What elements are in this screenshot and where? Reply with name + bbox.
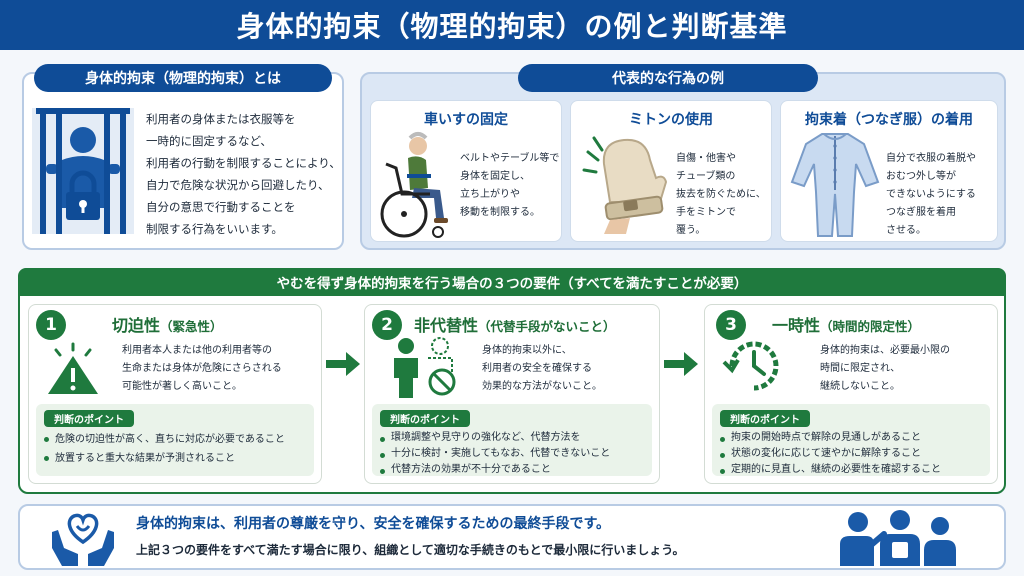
- requirement-subtitle: （時間的限定性）: [820, 319, 921, 334]
- point-label: 判断のポイント: [380, 410, 470, 427]
- example-line: おむつ外し等が: [886, 171, 956, 182]
- footer-line-1: 身体的拘束は、利用者の尊厳を守り、安全を確保するための最終手段です。: [136, 516, 611, 532]
- staff-team-icon: [834, 508, 964, 566]
- example-title: 拘束着（つなぎ服）の着用: [805, 112, 973, 128]
- example-line: させる。: [886, 225, 926, 236]
- requirement-line: 生命または身体が危険にさらされる: [122, 363, 282, 374]
- definition-heading: 身体的拘束（物理的拘束）とは: [34, 64, 332, 92]
- example-line: チューブ類の: [676, 171, 736, 182]
- requirement-text-2: 身体的拘束以外に、 利用者の安全を確保する 効果的な方法がないこと。: [482, 342, 658, 396]
- clock-icon: [722, 336, 786, 396]
- definition-text: 利用者の身体または衣服等を 一時的に固定するなど、 利用者の行動を制限することに…: [146, 108, 342, 240]
- requirement-title-text: 切迫性: [112, 316, 161, 335]
- requirements-heading: やむを得ず身体的拘束を行う場合の３つの要件（すべてを満たすことが必要）: [18, 268, 1006, 296]
- requirement-subtitle: （代替手段がないこと）: [478, 319, 616, 334]
- point-box-1: 判断のポイント 危険の切迫性が高く、直ちに対応が必要であること 放置すると重大な…: [36, 404, 314, 476]
- example-text-2: 自傷・他害や チューブ類の 抜去を防ぐために、 手をミトンで 覆う。: [676, 150, 772, 240]
- example-card-mitten: ミトンの使用: [570, 100, 772, 242]
- point-item: 環境調整や見守りの強化など、代替方法を: [380, 430, 644, 446]
- requirement-line: 身体的拘束は、必要最小限の: [820, 345, 950, 356]
- footer-panel: [18, 504, 1006, 570]
- requirement-title-text: 一時性: [772, 316, 821, 335]
- definition-line: 利用者の行動を制限することにより、: [146, 156, 341, 170]
- requirement-number: 2: [372, 310, 402, 340]
- definition-line: 制限する行為をいいます。: [146, 222, 283, 236]
- point-item-continued: 十分に検討・実施してもなお、代替できないこと: [380, 446, 644, 462]
- requirement-title-1: 切迫性（緊急性）: [112, 312, 223, 336]
- restraint-bars-icon: [32, 108, 134, 234]
- wheelchair-icon: [374, 128, 454, 240]
- requirement-number: 3: [716, 310, 746, 340]
- example-title: 車いすの固定: [424, 112, 508, 128]
- requirement-line: 効果的な方法がないこと。: [482, 381, 602, 392]
- example-line: 自分で衣服の着脱や: [886, 153, 976, 164]
- requirement-subtitle: （緊急性）: [160, 319, 223, 334]
- example-card-wheelchair: 車いすの固定: [370, 100, 562, 242]
- point-box-2: 判断のポイント 環境調整や見守りの強化など、代替方法を 十分に検討・実施してもな…: [372, 404, 652, 476]
- mitten-icon: [580, 130, 672, 234]
- warning-icon: [42, 342, 104, 396]
- example-line: 抜去を防ぐために、: [676, 189, 766, 200]
- point-item: 代替方法の効果が不十分であること: [380, 462, 644, 478]
- example-line: 身体を固定し、: [460, 171, 530, 182]
- heart-hands-icon: [48, 508, 118, 566]
- requirement-line: 利用者の安全を確保する: [482, 363, 592, 374]
- requirement-text-1: 利用者本人または他の利用者等の 生命または身体が危険にさらされる 可能性が著しく…: [122, 342, 318, 396]
- example-line: 移動を制限する。: [460, 207, 540, 218]
- requirement-line: 利用者本人または他の利用者等の: [122, 345, 272, 356]
- point-item: 拘束の開始時点で解除の見通しがあること: [720, 430, 982, 446]
- point-label: 判断のポイント: [720, 410, 810, 427]
- requirement-title-3: 一時性（時間的限定性）: [772, 312, 920, 336]
- point-label: 判断のポイント: [44, 410, 134, 427]
- requirement-line: 身体的拘束以外に、: [482, 345, 572, 356]
- person-alternative-icon: [386, 336, 462, 398]
- requirement-text-3: 身体的拘束は、必要最小限の 時間に限定され、 継続しないこと。: [820, 342, 996, 396]
- requirement-line: 時間に限定され、: [820, 363, 901, 374]
- example-text-1: ベルトやテーブル等で 身体を固定し、 立ち上がりや 移動を制限する。: [460, 150, 560, 222]
- requirement-title-text: 非代替性: [414, 316, 479, 335]
- examples-heading: 代表的な行為の例: [518, 64, 818, 92]
- arrow-right-icon: [664, 352, 698, 376]
- footer-line-2: 上記３つの要件をすべて満たす場合に限り、組織として適切な手続きのもとで最小限に行…: [136, 543, 685, 557]
- example-line: できないようにする: [886, 189, 976, 200]
- requirement-line: 継続しないこと。: [820, 381, 900, 392]
- coverall-icon: [790, 130, 880, 238]
- example-text-3: 自分で衣服の着脱や おむつ外し等が できないようにする つなぎ服を着用 させる。: [886, 150, 996, 240]
- example-title: ミトンの使用: [629, 112, 713, 128]
- point-item: 危険の切迫性が高く、直ちに対応が必要であること: [44, 430, 306, 449]
- requirement-title-2: 非代替性（代替手段がないこと）: [414, 312, 616, 336]
- arrow-right-icon: [326, 352, 360, 376]
- definition-line: 利用者の身体または衣服等を: [146, 112, 296, 126]
- requirement-line: 可能性が著しく高いこと。: [122, 381, 242, 392]
- point-item: 放置すると重大な結果が予測されること: [44, 449, 306, 468]
- definition-line: 一時的に固定するなど、: [146, 134, 272, 148]
- example-line: 手をミトンで: [676, 207, 736, 218]
- point-item: 定期的に見直し、継続の必要性を確認すること: [720, 462, 982, 478]
- example-line: つなぎ服を着用: [886, 207, 956, 218]
- definition-line: 自力で危険な状況から回避したり、: [146, 178, 330, 192]
- example-line: 自傷・他害や: [676, 153, 736, 164]
- point-item: 状態の変化に応じて速やかに解除すること: [720, 446, 982, 462]
- example-line: ベルトやテーブル等で: [460, 153, 560, 164]
- requirement-number: 1: [36, 310, 66, 340]
- point-box-3: 判断のポイント 拘束の開始時点で解除の見通しがあること 状態の変化に応じて速やか…: [712, 404, 990, 476]
- definition-line: 自分の意思で行動することを: [146, 200, 296, 214]
- example-line: 覆う。: [676, 225, 706, 236]
- example-line: 立ち上がりや: [460, 189, 520, 200]
- page-title: 身体的拘束（物理的拘束）の例と判断基準: [0, 0, 1024, 50]
